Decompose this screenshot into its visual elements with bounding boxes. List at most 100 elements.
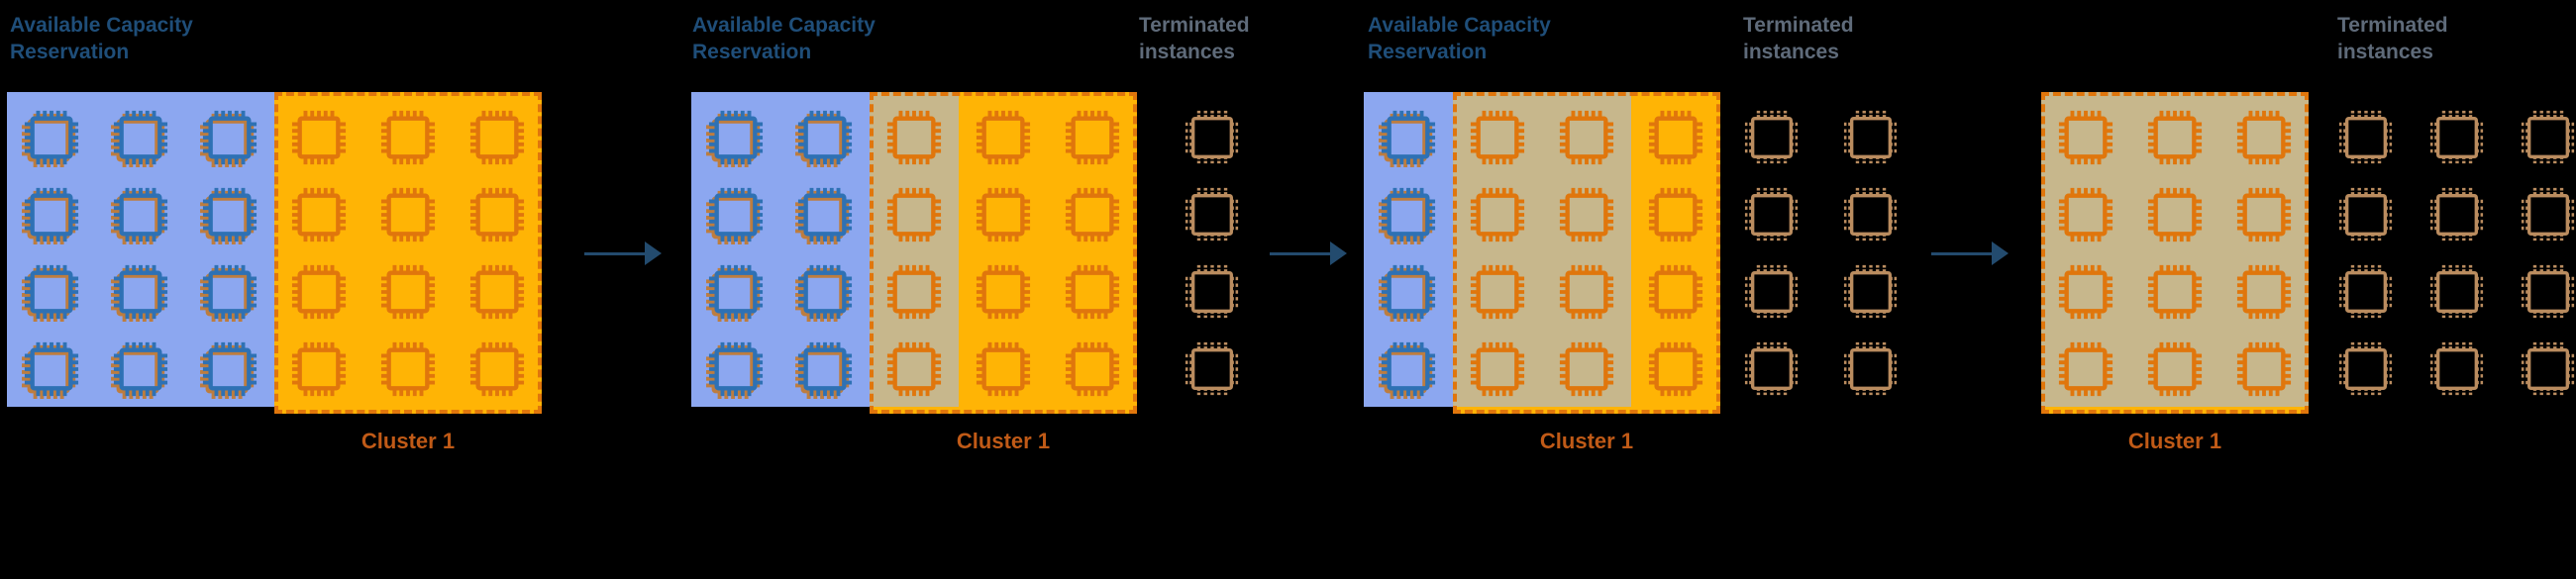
instance-chip-terminated xyxy=(1743,263,1801,321)
instance-chip-orange xyxy=(290,340,348,398)
instance-chip-blue xyxy=(1380,186,1437,243)
instance-chip-orange xyxy=(885,186,943,243)
instance-chip-terminated xyxy=(2428,109,2486,166)
instance-chip-orange xyxy=(1558,109,1615,166)
instance-chip-orange xyxy=(885,263,943,321)
instance-chip-orange xyxy=(2057,109,2114,166)
instance-chip-blue xyxy=(201,186,258,243)
instance-chip-orange xyxy=(1469,263,1526,321)
instance-chip-blue xyxy=(796,340,854,398)
instance-chip-orange xyxy=(1647,263,1704,321)
capacity-reservation-title: Available Capacity Reservation xyxy=(692,14,876,63)
instance-chip-terminated xyxy=(1184,109,1241,166)
instance-chip-terminated xyxy=(2428,186,2486,243)
instance-chip-orange xyxy=(2235,109,2293,166)
arrow-head xyxy=(645,241,662,265)
instance-chip-orange xyxy=(1469,340,1526,398)
instance-chip-blue xyxy=(201,109,258,166)
instance-chip-orange xyxy=(1558,186,1615,243)
instance-chip-terminated xyxy=(1743,340,1801,398)
instance-chip-terminated xyxy=(1743,186,1801,243)
instance-chip-orange xyxy=(975,263,1032,321)
instance-chip-blue xyxy=(112,340,169,398)
instance-chip-orange xyxy=(468,263,526,321)
instance-chip-blue xyxy=(112,263,169,321)
instance-chip-orange xyxy=(468,340,526,398)
instance-chip-blue xyxy=(112,109,169,166)
instance-chip-orange xyxy=(2057,186,2114,243)
cluster-border xyxy=(2041,92,2309,414)
instance-chip-orange xyxy=(468,186,526,243)
instance-chip-orange xyxy=(975,340,1032,398)
instance-chip-terminated xyxy=(1743,109,1801,166)
cluster-label: Cluster 1 xyxy=(956,429,1051,453)
cluster-border xyxy=(1453,92,1720,414)
instance-chip-orange xyxy=(1469,186,1526,243)
instance-chip-blue xyxy=(1380,263,1437,321)
instance-chip-orange xyxy=(2057,263,2114,321)
instance-chip-terminated xyxy=(1842,263,1900,321)
instance-chip-orange xyxy=(290,109,348,166)
instance-chip-orange xyxy=(379,340,437,398)
instance-chip-orange xyxy=(2235,340,2293,398)
instance-chip-orange xyxy=(2235,263,2293,321)
arrow-shaft xyxy=(1931,251,1995,255)
instance-chip-blue xyxy=(201,340,258,398)
capacity-reservation-title: Available Capacity Reservation xyxy=(1368,14,1551,63)
terminated-instances-title: Terminated instances xyxy=(1743,14,1854,63)
instance-chip-orange xyxy=(290,263,348,321)
instance-chip-terminated xyxy=(2520,186,2576,243)
instance-chip-terminated xyxy=(2337,109,2395,166)
instance-chip-orange xyxy=(468,109,526,166)
overlap-region xyxy=(870,92,959,407)
instance-chip-orange xyxy=(1064,109,1121,166)
terminated-instances-title: Terminated instances xyxy=(1139,14,1250,63)
overlap-region xyxy=(2041,92,2309,407)
instance-chip-orange xyxy=(975,109,1032,166)
instance-chip-blue xyxy=(707,340,765,398)
instance-chip-orange xyxy=(885,340,943,398)
cluster-border xyxy=(274,92,542,414)
instance-chip-terminated xyxy=(2428,340,2486,398)
instance-chip-orange xyxy=(2146,186,2204,243)
capacity-reservation-title: Available Capacity Reservation xyxy=(10,14,193,63)
instance-chip-orange xyxy=(1469,109,1526,166)
arrow-right-icon xyxy=(1270,241,1349,266)
instance-chip-terminated xyxy=(2337,186,2395,243)
instance-chip-blue xyxy=(23,109,80,166)
instance-chip-blue xyxy=(796,109,854,166)
cluster-label: Cluster 1 xyxy=(361,429,456,453)
instance-chip-orange xyxy=(2146,340,2204,398)
instance-chip-orange xyxy=(2235,186,2293,243)
instance-chip-orange xyxy=(379,186,437,243)
arrow-head xyxy=(1330,241,1347,265)
cluster-border xyxy=(870,92,1137,414)
instance-chip-blue xyxy=(1380,109,1437,166)
arrow-right-icon xyxy=(1931,241,2010,266)
instance-chip-terminated xyxy=(2428,263,2486,321)
instance-chip-terminated xyxy=(2520,109,2576,166)
arrow-right-icon xyxy=(584,241,664,266)
instance-chip-terminated xyxy=(2337,340,2395,398)
terminated-instances-title: Terminated instances xyxy=(2337,14,2448,63)
instance-chip-blue xyxy=(796,263,854,321)
instance-chip-orange xyxy=(1647,109,1704,166)
instance-chip-orange xyxy=(2146,109,2204,166)
arrow-shaft xyxy=(584,251,648,255)
instance-chip-orange xyxy=(379,109,437,166)
instance-chip-terminated xyxy=(1184,263,1241,321)
instance-chip-terminated xyxy=(2520,263,2576,321)
instance-chip-blue xyxy=(796,186,854,243)
instance-chip-orange xyxy=(2057,340,2114,398)
instance-chip-orange xyxy=(1064,186,1121,243)
instance-chip-blue xyxy=(707,186,765,243)
instance-chip-blue xyxy=(112,186,169,243)
instance-chip-blue xyxy=(707,263,765,321)
cluster-label: Cluster 1 xyxy=(1539,429,1634,453)
instance-chip-blue xyxy=(1380,340,1437,398)
instance-chip-blue xyxy=(201,263,258,321)
instance-chip-terminated xyxy=(1184,186,1241,243)
instance-chip-blue xyxy=(23,186,80,243)
arrow-shaft xyxy=(1270,251,1333,255)
